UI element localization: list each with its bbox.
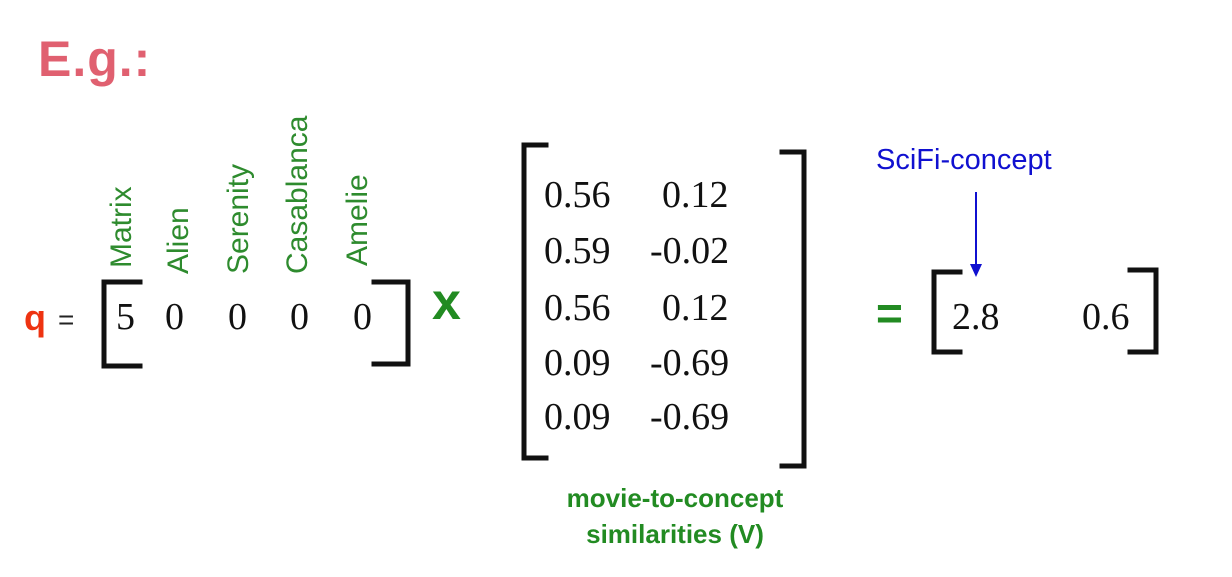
query-value-serenity: 0	[228, 296, 247, 338]
result-left-bracket	[931, 269, 963, 355]
matrix-left-bracket	[521, 142, 549, 461]
matrix-cell-r5c2: -0.69	[650, 396, 730, 438]
query-left-bracket	[101, 279, 143, 369]
matrix-cell-r2c2: -0.02	[650, 230, 730, 272]
scifi-concept-annotation: SciFi-concept	[876, 144, 1052, 176]
result-right-bracket	[1127, 267, 1159, 355]
scifi-arrow-icon	[970, 192, 982, 277]
result-equals-sign: =	[876, 287, 903, 339]
matrix-cell-r1c1: 0.56	[544, 174, 611, 216]
slide-title: E.g.:	[38, 31, 152, 87]
query-value-amelie: 0	[353, 296, 372, 338]
query-symbol: q	[24, 297, 46, 338]
query-equals-sign: =	[58, 304, 75, 335]
result-value-1: 2.8	[952, 296, 1000, 338]
matrix-caption-line1: movie-to-concept	[566, 483, 784, 513]
matrix-cell-r3c2: 0.12	[662, 287, 729, 329]
matrix-cell-r1c2: 0.12	[662, 174, 729, 216]
matrix-right-bracket	[779, 149, 807, 469]
matrix-caption: movie-to-concept similarities (V)	[520, 480, 830, 553]
matrix-cell-r4c1: 0.09	[544, 342, 611, 384]
query-value-matrix: 5	[116, 296, 135, 338]
result-value-2: 0.6	[1082, 296, 1130, 338]
query-value-alien: 0	[165, 296, 184, 338]
matrix-caption-line2: similarities (V)	[586, 519, 764, 550]
matrix-cell-r3c1: 0.56	[544, 287, 611, 329]
matrix-cell-r4c2: -0.69	[650, 342, 730, 384]
matrix-cell-r5c1: 0.09	[544, 396, 611, 438]
multiply-sign: x	[432, 273, 461, 331]
query-right-bracket	[371, 279, 411, 367]
matrix-cell-r2c1: 0.59	[544, 230, 611, 272]
query-value-casablanca: 0	[290, 296, 309, 338]
